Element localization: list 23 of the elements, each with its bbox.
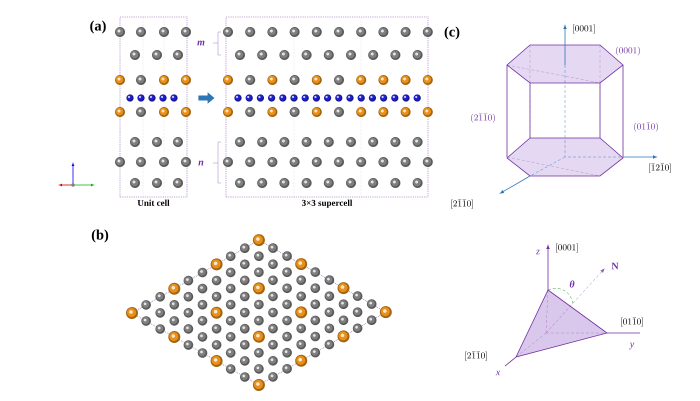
plane-label: $(0001)$: [616, 46, 640, 56]
axis-label: N: [612, 262, 618, 270]
layer-label: m: [197, 40, 204, 46]
plane-label: $(01\bar{1}0)$: [634, 122, 658, 132]
direction-label: $[\bar{1}2\bar{1}0]$: [649, 163, 671, 173]
direction-label: $[2\bar{1}\bar{1}0]$: [451, 199, 473, 209]
node-label: 3×3 supercell: [302, 200, 352, 208]
node-label: Unit cell: [138, 200, 170, 206]
panel-label: (c): [444, 26, 460, 40]
direction-label: $[2\bar{1}\bar{1}0]$: [465, 351, 487, 361]
supercell-box: 3×3 supercell: [226, 16, 428, 208]
direction-label: $[0001]$: [556, 244, 578, 252]
angle-label: θ: [570, 280, 574, 288]
axis-label: z: [536, 250, 540, 254]
layer-label: n: [198, 160, 204, 166]
axis-label: x: [496, 370, 500, 376]
direction-label: $[0001]$: [573, 24, 595, 34]
direction-label: $[01\bar{1}0]$: [621, 317, 643, 327]
axis-label: y: [628, 342, 634, 350]
panel-label: (a): [90, 20, 106, 34]
unit-cell-box: Unit cell: [120, 16, 188, 206]
panel-label: (b): [92, 229, 108, 243]
plane-label: $(2\bar{1}\bar{1}0)$: [471, 113, 495, 123]
